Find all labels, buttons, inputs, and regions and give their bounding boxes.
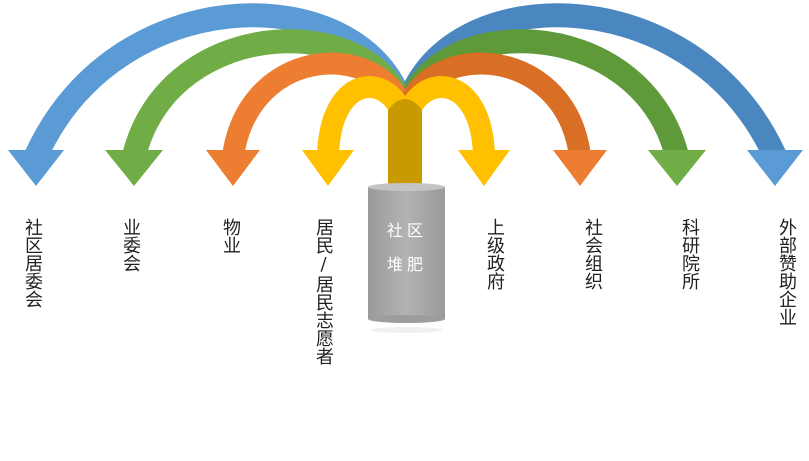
label-shequ-juweihui: 社区居委会 xyxy=(22,218,43,308)
arrowhead-right-waibu-zanzhu xyxy=(747,150,803,186)
arrowhead-left-shequ-juweihui xyxy=(8,150,64,186)
label-keyan-yuansuo: 科研院所 xyxy=(679,218,700,290)
label-wuye: 物业 xyxy=(220,218,241,254)
central-stem xyxy=(388,99,422,186)
label-waibu-zanzhu-qiye: 外部赞助企业 xyxy=(776,218,797,326)
center-label-line1: 社区 xyxy=(386,221,427,240)
arrowhead-left-wuye xyxy=(206,150,260,186)
label-shangji-zhengfu: 上级政府 xyxy=(484,218,505,290)
arrowhead-right-shangji-zhengfu xyxy=(458,150,510,186)
arrowhead-right-shehui-zuzhi xyxy=(553,150,607,186)
center-label-line2: 堆肥 xyxy=(386,255,427,274)
arrowhead-right-keyan-yuansuo xyxy=(648,150,706,186)
label-jumin-zhiyuanzhe: 居民/居民志愿者 xyxy=(313,218,334,365)
compost-cylinder xyxy=(368,183,445,333)
arrowhead-left-jumin xyxy=(302,150,354,186)
label-yeweihui: 业委会 xyxy=(120,218,141,272)
label-shehui-zuzhi: 社会组织 xyxy=(582,218,603,290)
arrowhead-left-yeweihui xyxy=(105,150,163,186)
